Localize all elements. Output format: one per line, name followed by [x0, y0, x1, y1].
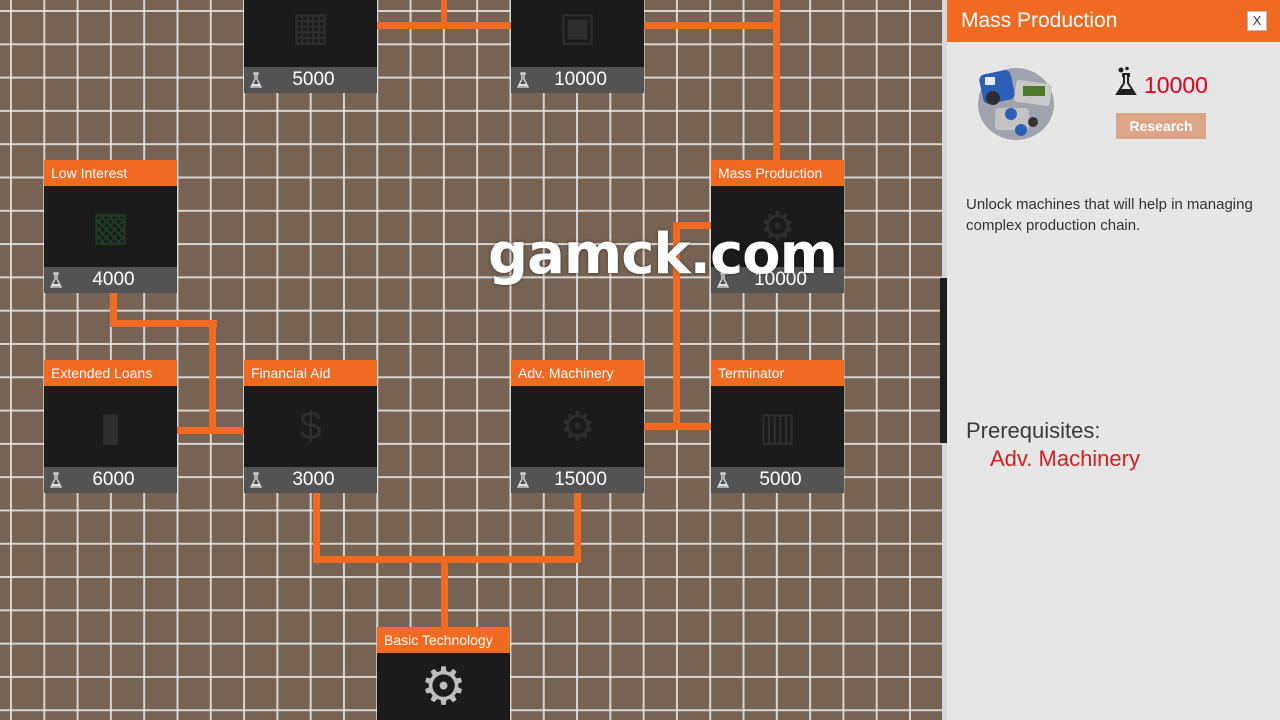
node-title: Terminator — [711, 360, 844, 386]
flask-icon — [249, 472, 263, 488]
tech-node-extended-loans[interactable]: Extended Loans ▮ 6000 — [44, 360, 177, 493]
barrels-icon: ▥ — [758, 404, 797, 449]
node-title: Mass Production — [711, 160, 844, 186]
tech-node-terminator[interactable]: Terminator ▥ 5000 — [711, 360, 844, 493]
machine-icon: ▣ — [558, 4, 597, 49]
close-icon: X — [1252, 13, 1262, 28]
node-cost: 4000 — [44, 267, 177, 293]
close-button[interactable]: X — [1247, 11, 1267, 31]
connector — [110, 293, 117, 327]
panel-title: Mass Production — [961, 9, 1118, 32]
connector — [441, 556, 448, 628]
connector — [441, 0, 447, 24]
flask-icon — [716, 272, 730, 288]
node-title: Extended Loans — [44, 360, 177, 386]
connector — [313, 493, 320, 563]
prerequisites-label: Prerequisites: — [966, 418, 1101, 443]
node-title: Basic Technology — [377, 627, 510, 653]
connector — [110, 320, 217, 327]
document-icon: ▮ — [99, 404, 122, 449]
flask-icon — [1115, 66, 1137, 95]
connector — [644, 22, 780, 29]
connector — [673, 222, 680, 430]
flask-icon — [716, 472, 730, 488]
chart-screen-icon: ▩ — [91, 204, 130, 249]
panel-header: Mass Production X — [947, 0, 1280, 42]
node-cost: 10000 — [511, 67, 644, 93]
research-cost: 10000 — [1144, 72, 1208, 98]
node-cost: 15000 — [511, 467, 644, 493]
node-cost: 5000 — [244, 67, 377, 93]
prerequisite-item[interactable]: Adv. Machinery — [990, 446, 1140, 471]
connector — [209, 320, 216, 434]
tech-node-adv-machinery[interactable]: Adv. Machinery ⚙ 15000 — [511, 360, 644, 493]
node-title: Financial Aid — [244, 360, 377, 386]
connector — [377, 22, 511, 29]
connector — [673, 222, 711, 229]
node-cost: 5000 — [711, 467, 844, 493]
gears-icon: ⚙ — [559, 404, 596, 449]
machine-preview-image — [978, 68, 1054, 140]
flask-icon — [49, 472, 63, 488]
node-cost: 6000 — [44, 467, 177, 493]
node-title: Adv. Machinery — [511, 360, 644, 386]
connector — [574, 493, 581, 563]
machine-icon: ▦ — [291, 4, 330, 49]
watermark: gamck.com — [488, 222, 838, 287]
flask-icon — [516, 72, 530, 88]
tech-node-low-interest[interactable]: Low Interest ▩ 4000 — [44, 160, 177, 293]
connector — [644, 423, 711, 430]
connector — [177, 427, 244, 434]
detail-panel: Mass Production X 10000 Research Unlock … — [947, 0, 1280, 720]
tech-node-financial-aid[interactable]: Financial Aid $ 3000 — [244, 360, 377, 493]
tech-node-top-left[interactable]: ▦ 5000 — [244, 0, 377, 93]
flask-icon — [249, 72, 263, 88]
node-title: Low Interest — [44, 160, 177, 186]
node-cost: 10000 — [711, 267, 844, 293]
money-bag-icon: $ — [299, 404, 322, 448]
machine-icon: ⚙ — [759, 204, 796, 249]
scrollbar-thumb[interactable] — [940, 278, 947, 443]
tech-description: Unlock machines that will help in managi… — [966, 196, 1253, 234]
tech-tree[interactable]: ▦ 5000 ▣ 10000 Low Interest ▩ 4000 Mass … — [0, 0, 942, 720]
flask-icon — [49, 272, 63, 288]
connector — [773, 0, 780, 160]
research-button[interactable]: Research — [1116, 113, 1206, 139]
tech-node-top-mid[interactable]: ▣ 10000 — [511, 0, 644, 93]
flask-icon — [516, 472, 530, 488]
tech-node-basic-technology[interactable]: Basic Technology ⚙ — [377, 627, 510, 720]
tech-node-mass-production[interactable]: Mass Production ⚙ 10000 — [711, 160, 844, 293]
gear-icon: ⚙ — [420, 657, 467, 716]
node-cost: 3000 — [244, 467, 377, 493]
